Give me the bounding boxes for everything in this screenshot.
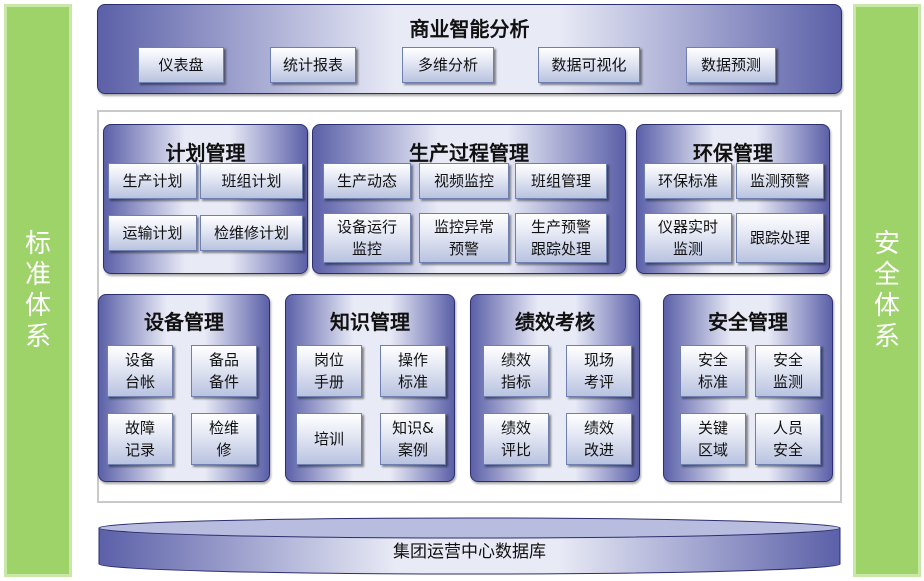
performance-item-onsite[interactable]: 现场 考评 (566, 345, 632, 397)
env-item-realtime[interactable]: 仪器实时 监测 (644, 213, 732, 263)
production-item-video[interactable]: 视频监控 (419, 163, 509, 199)
production-item-warning-tracking[interactable]: 生产预警 跟踪处理 (515, 213, 607, 263)
plan-panel: 计划管理 生产计划 班组计划 运输计划 检维修计划 (103, 124, 308, 274)
performance-item-improve[interactable]: 绩效 改进 (566, 413, 632, 465)
equipment-title: 设备管理 (144, 310, 224, 334)
bi-item-multidim[interactable]: 多维分析 (402, 47, 494, 83)
bi-panel: 商业智能分析 仪表盘 统计报表 多维分析 数据可视化 数据预测 (97, 4, 842, 94)
knowledge-item-operation[interactable]: 操作 标准 (380, 345, 446, 397)
production-item-abnormal-warning[interactable]: 监控异常 预警 (419, 213, 509, 263)
standard-system-bar: 标 准 体 系 (4, 4, 72, 577)
safety-system-bar: 安 全 体 系 (853, 4, 921, 577)
production-panel: 生产过程管理 生产动态 视频监控 班组管理 设备运行 监控 监控异常 预警 生产… (312, 124, 626, 274)
knowledge-item-cases[interactable]: 知识& 案例 (380, 413, 446, 465)
knowledge-item-manual[interactable]: 岗位 手册 (296, 345, 362, 397)
plan-item-transport[interactable]: 运输计划 (108, 215, 197, 251)
safety-title: 安全管理 (708, 310, 788, 334)
performance-item-indicator[interactable]: 绩效 指标 (483, 345, 549, 397)
plan-item-team[interactable]: 班组计划 (200, 163, 303, 199)
plan-title: 计划管理 (165, 141, 246, 165)
production-title: 生产过程管理 (409, 141, 529, 165)
safety-panel: 安全管理 安全 标准 安全 监测 关键 区域 人员 安全 (663, 294, 833, 482)
plan-item-production[interactable]: 生产计划 (108, 163, 197, 199)
equipment-item-maintenance[interactable]: 检维 修 (191, 413, 257, 465)
bi-item-visualization[interactable]: 数据可视化 (538, 47, 640, 83)
knowledge-title: 知识管理 (330, 310, 410, 334)
env-item-tracking[interactable]: 跟踪处理 (736, 213, 824, 263)
equipment-item-fault[interactable]: 故障 记录 (107, 413, 173, 465)
standard-system-label: 标 准 体 系 (24, 228, 51, 352)
knowledge-item-training[interactable]: 培训 (296, 413, 362, 465)
performance-title: 绩效考核 (515, 310, 595, 334)
production-item-dynamics[interactable]: 生产动态 (323, 163, 411, 199)
safety-item-personnel[interactable]: 人员 安全 (755, 413, 821, 465)
database-cylinder: 集团运营中心数据库 (97, 516, 842, 576)
performance-panel: 绩效考核 绩效 指标 现场 考评 绩效 评比 绩效 改进 (470, 294, 640, 482)
database-label: 集团运营中心数据库 (393, 542, 546, 562)
production-item-team-mgmt[interactable]: 班组管理 (515, 163, 607, 199)
database-icon (98, 517, 841, 575)
plan-item-maintenance[interactable]: 检维修计划 (200, 215, 303, 251)
performance-item-compare[interactable]: 绩效 评比 (483, 413, 549, 465)
bi-item-dashboard[interactable]: 仪表盘 (138, 47, 224, 83)
production-item-equip-monitor[interactable]: 设备运行 监控 (323, 213, 411, 263)
equipment-item-ledger[interactable]: 设备 台帐 (107, 345, 173, 397)
bi-item-reports[interactable]: 统计报表 (270, 47, 356, 83)
bi-item-forecast[interactable]: 数据预测 (686, 47, 776, 83)
safety-item-key-area[interactable]: 关键 区域 (680, 413, 746, 465)
env-item-standard[interactable]: 环保标准 (644, 163, 732, 199)
equipment-item-spares[interactable]: 备品 备件 (191, 345, 257, 397)
equipment-panel: 设备管理 设备 台帐 备品 备件 故障 记录 检维 修 (98, 294, 270, 482)
env-panel: 环保管理 环保标准 监测预警 仪器实时 监测 跟踪处理 (636, 124, 830, 274)
safety-item-standard[interactable]: 安全 标准 (680, 345, 746, 397)
env-item-warning[interactable]: 监测预警 (736, 163, 824, 199)
safety-system-label: 安 全 体 系 (873, 228, 900, 352)
bi-title: 商业智能分析 (409, 17, 530, 41)
knowledge-panel: 知识管理 岗位 手册 操作 标准 培训 知识& 案例 (285, 294, 455, 482)
env-title: 环保管理 (693, 141, 773, 165)
safety-item-monitor[interactable]: 安全 监测 (755, 345, 821, 397)
